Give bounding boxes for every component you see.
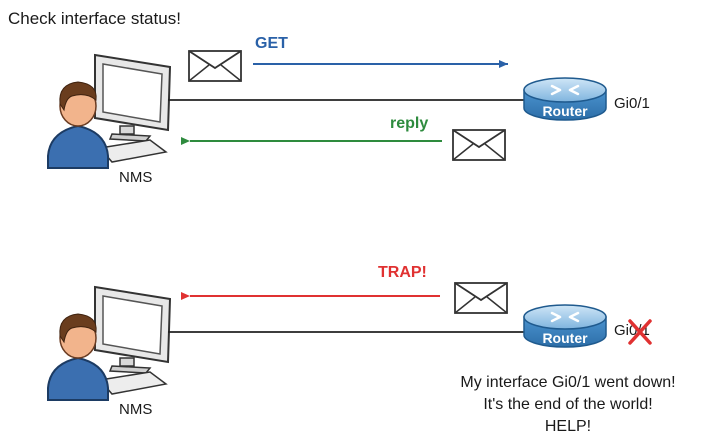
failed-interface-x-icon: [628, 319, 652, 345]
envelope-icon-trap: [454, 282, 508, 314]
router-label-top: Router: [542, 103, 588, 119]
router-alert-message: My interface Gi0/1 went down! It's the e…: [408, 372, 716, 438]
interface-label-top: Gi0/1: [614, 95, 650, 112]
top-caption: Check interface status!: [8, 9, 181, 28]
envelope-icon-reply: [452, 129, 506, 161]
nms-workstation-icon-top: [47, 54, 171, 169]
nms-label-top: NMS: [119, 169, 153, 186]
router-label-bottom: Router: [542, 330, 588, 346]
nms-label-bottom: NMS: [119, 401, 153, 418]
nms-workstation-icon-bottom: [47, 286, 171, 401]
router-icon-top: Router: [522, 76, 608, 122]
envelope-icon-get: [188, 50, 242, 82]
router-icon-bottom: Router: [522, 303, 608, 349]
trap-label: TRAP!: [378, 264, 427, 281]
reply-label: reply: [390, 115, 429, 132]
alert-line-1: My interface Gi0/1 went down!: [460, 374, 676, 391]
alert-line-3: HELP!: [544, 418, 592, 435]
get-label: GET: [255, 35, 288, 52]
alert-line-2: It's the end of the world!: [483, 396, 653, 413]
